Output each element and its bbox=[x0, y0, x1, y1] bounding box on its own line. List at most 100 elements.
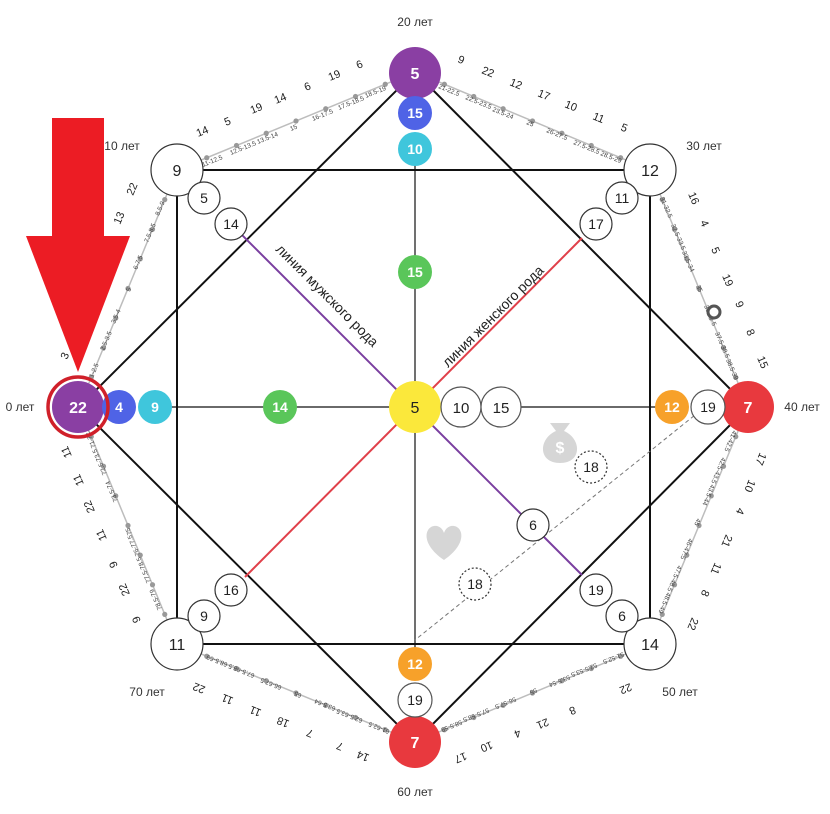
ring-number: 22 bbox=[117, 582, 133, 598]
ring-dot bbox=[559, 130, 565, 136]
ring-dot bbox=[125, 285, 131, 292]
ring-number: 4 bbox=[733, 506, 746, 516]
ring-number: 19 bbox=[719, 272, 735, 288]
ring-number: 22 bbox=[82, 499, 98, 515]
corner-bl: 11 bbox=[169, 637, 186, 654]
ring-age: 42.5-43.5 bbox=[709, 456, 726, 484]
ring-age: 58.5-59 bbox=[439, 718, 462, 733]
ring-age: 46-47.5 bbox=[678, 537, 693, 560]
corner-br: 14 bbox=[641, 637, 659, 654]
ring-age: 2.5-3.5 bbox=[99, 330, 114, 352]
ring-number: 17 bbox=[453, 749, 469, 765]
node-bottom-2-circle bbox=[397, 682, 433, 718]
age-label-bottom-left: 70 лет bbox=[129, 685, 165, 699]
ring-number: 9 bbox=[456, 54, 466, 67]
ring-age: 1-2.5 bbox=[88, 362, 100, 379]
node-top-3-circle bbox=[398, 132, 432, 166]
love-node: 18 bbox=[467, 576, 483, 592]
ring-dot bbox=[720, 463, 727, 469]
ring-number: 9 bbox=[107, 559, 120, 569]
ring-dot bbox=[323, 702, 329, 708]
ring-number: 4 bbox=[697, 218, 710, 228]
age-label-right: 40 лет bbox=[784, 400, 820, 414]
ring-number: 11 bbox=[94, 527, 110, 542]
ring-dot bbox=[696, 285, 702, 292]
ring-dot bbox=[352, 93, 359, 100]
ring-dot bbox=[529, 690, 536, 696]
age-label-bottom: 60 лет bbox=[397, 785, 433, 799]
corner-tr-3: 17 bbox=[588, 216, 604, 232]
ring-age: 8.5-9 bbox=[154, 200, 166, 217]
ring-dot bbox=[162, 611, 168, 617]
node-top: 5 bbox=[411, 66, 420, 83]
ring-dot bbox=[618, 155, 624, 161]
corner-br-3: 19 bbox=[588, 582, 604, 598]
ring-age: 55 bbox=[528, 686, 538, 695]
ring-age: 78.5-79 bbox=[149, 588, 164, 611]
ring-dot bbox=[293, 690, 299, 696]
corner-bl-3-circle bbox=[214, 573, 248, 607]
ring-age: 72.5-73.5 bbox=[92, 448, 109, 476]
ring-dot bbox=[323, 106, 329, 112]
node-bottom-2: 19 bbox=[407, 692, 423, 708]
ring-number: 15 bbox=[754, 354, 770, 370]
corner-tr: 12 bbox=[641, 163, 659, 180]
ring-age: 75 bbox=[124, 526, 133, 536]
ring-number: 22 bbox=[684, 616, 700, 632]
node-left-3: 9 bbox=[151, 399, 159, 415]
node-right-3-circle bbox=[655, 390, 689, 424]
node-horiz-inner-circle bbox=[263, 390, 297, 424]
corner-bl-3: 16 bbox=[223, 582, 239, 598]
ring-age: 5 bbox=[125, 286, 133, 292]
corner-tl-2: 5 bbox=[200, 190, 208, 206]
ring-dot bbox=[149, 226, 156, 232]
ring-dot bbox=[733, 434, 739, 440]
ring-age: 18.5-19 bbox=[364, 85, 387, 100]
ring-age: 38.5-39 bbox=[724, 358, 739, 381]
node-top-3: 10 bbox=[407, 141, 423, 157]
corner-tl: 9 bbox=[173, 163, 182, 180]
node-right-2: 19 bbox=[700, 399, 716, 415]
ring-dot bbox=[684, 552, 690, 558]
ring-number: 3 bbox=[59, 351, 72, 361]
node-center-2: 10 bbox=[453, 400, 470, 417]
ring-number: 17 bbox=[752, 451, 768, 467]
node-top-2-circle bbox=[398, 96, 432, 130]
ring-age: 52.5-53.5 bbox=[569, 661, 597, 678]
corner-br-2-circle bbox=[605, 599, 639, 633]
age-label-left: 0 лет bbox=[6, 400, 35, 414]
ring-dot bbox=[293, 118, 299, 124]
corner-tr-2-circle bbox=[605, 181, 639, 215]
ring-age: 53.5-54 bbox=[547, 673, 570, 688]
ring-number: 5 bbox=[223, 115, 233, 128]
ring-number: 21 bbox=[718, 533, 734, 549]
ring-dot bbox=[204, 155, 210, 161]
ring-number: 22 bbox=[618, 680, 634, 696]
love-node-circle bbox=[458, 567, 492, 601]
ring-dot bbox=[720, 345, 727, 351]
ring-number: 9 bbox=[130, 614, 143, 624]
ring-dot bbox=[500, 106, 506, 112]
ring-number: 18 bbox=[275, 714, 291, 730]
node-center-3-circle bbox=[480, 386, 522, 428]
node-center: 5 bbox=[411, 400, 420, 417]
ring-number: 6 bbox=[355, 58, 365, 71]
ring-number: 11 bbox=[71, 472, 87, 487]
ring-number: 4 bbox=[512, 726, 522, 739]
ring-age: 15 bbox=[289, 124, 299, 133]
ring-age: 25 bbox=[525, 119, 535, 128]
node-bottom-3: 12 bbox=[407, 656, 423, 672]
ring-age: 26-27.5 bbox=[545, 127, 568, 142]
ring-number: 19 bbox=[249, 101, 265, 117]
mid-br-node-circle bbox=[516, 508, 550, 542]
age-marker bbox=[706, 304, 722, 320]
money-bag-icon: $ bbox=[542, 423, 578, 463]
age-label-top-left: 10 лет bbox=[104, 139, 140, 153]
ring-dot bbox=[559, 678, 565, 684]
ring-dot bbox=[149, 582, 156, 588]
age-label-top: 20 лет bbox=[397, 15, 433, 29]
node-right: 7 bbox=[744, 400, 753, 417]
male-line-label: линия мужского рода bbox=[273, 241, 382, 350]
red-arrow-icon bbox=[26, 118, 130, 372]
